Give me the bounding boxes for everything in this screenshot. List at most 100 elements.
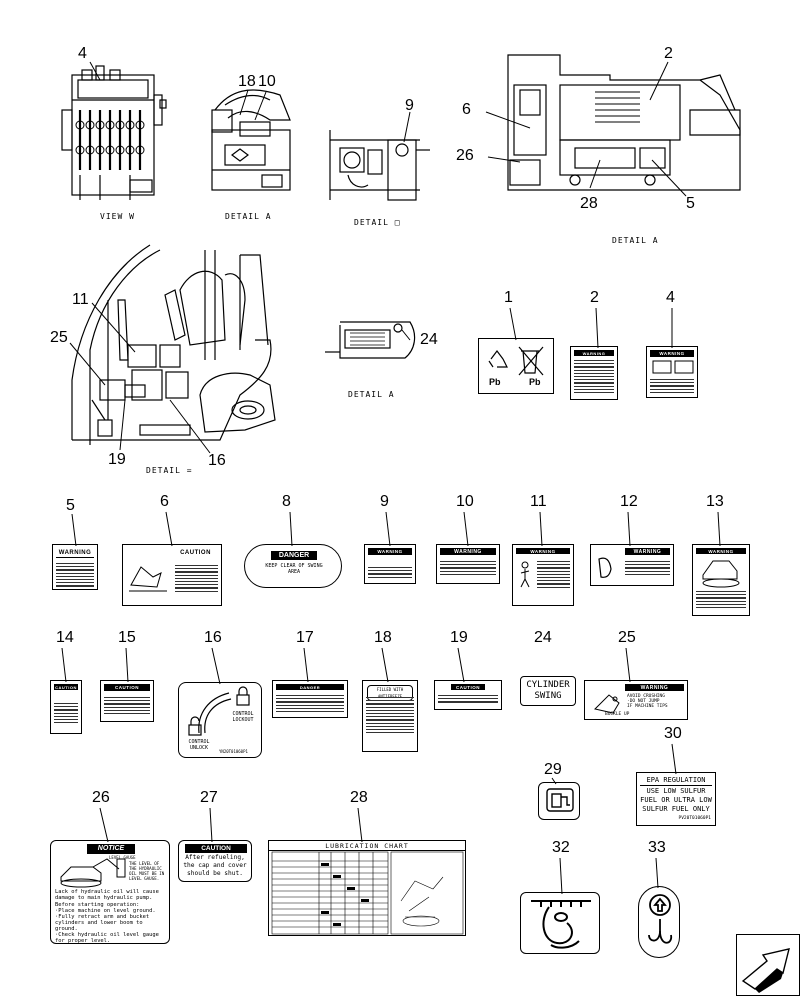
part-10: 10 [456, 493, 474, 510]
person-hazard-icon [520, 561, 530, 588]
callout-2: 2 [664, 45, 673, 62]
decal-25-line4: BUCKLE UP [605, 712, 630, 717]
decal-16-unlock: CONTROL UNLOCK [188, 739, 210, 751]
cab-interior-drawing [71, 244, 276, 445]
machine-body-drawing [507, 54, 741, 191]
rollover-icon [594, 694, 620, 714]
decal-27-line3: should be shut. [187, 870, 243, 877]
part-1: 1 [504, 289, 513, 306]
decal-32-lifting [520, 892, 600, 954]
decal-2-warning: WARNING [570, 346, 618, 400]
decal-12-header: WARNING [625, 548, 670, 555]
part-8: 8 [282, 493, 291, 510]
part-19: 19 [450, 629, 468, 646]
decal-16-control-lock: CONTROL LOCKOUT CONTROL UNLOCK YN20T0106… [178, 682, 262, 758]
valve-block-drawing [61, 65, 167, 200]
decal-26-body-8: ·Check hydraulic oil level gauge [55, 932, 159, 938]
part-12: 12 [620, 493, 638, 510]
decal-15-header: CAUTION [104, 684, 150, 691]
decal-30-title: EPA REGULATION [640, 776, 712, 786]
next-page-arrow-button[interactable] [736, 934, 800, 996]
decal-16-lockout: CONTROL LOCKOUT [232, 711, 254, 723]
decal-4-warning: WARNING [646, 346, 698, 398]
part-4: 4 [666, 289, 675, 306]
caption-detail-b: DETAIL □ [354, 218, 401, 227]
decal-16-code: YN20T01060P1 [219, 749, 248, 754]
decal-11-warning: WARNING [512, 544, 574, 606]
caption-detail-a-3: DETAIL A [348, 390, 395, 399]
part-16: 16 [204, 629, 222, 646]
decal-30-code: PV20T01060P1 [678, 816, 711, 821]
decal-9-warning: WARNING [364, 544, 416, 584]
callout-24: 24 [420, 331, 438, 348]
decal-9-header: WARNING [368, 548, 412, 555]
part-6: 6 [160, 493, 169, 510]
leader-lines [69, 61, 687, 454]
callout-18: 18 [238, 73, 256, 90]
hand-hazard-icon [598, 557, 612, 578]
part-29: 29 [544, 761, 562, 778]
decal-30-line2: FUEL OR ULTRA LOW [640, 796, 712, 804]
detail-a-valve-drawing [211, 89, 291, 191]
decal-10-header: WARNING [440, 548, 496, 555]
decal-26-body-9: for proper level. [55, 938, 111, 944]
decal-25-line1: AVOID CRUSHING [627, 694, 665, 699]
decal-27-line1: After refueling, [185, 854, 245, 861]
decal-26-notice: NOTICE LEVEL GAUGE THE LEVEL OF THE HYDR… [50, 840, 170, 944]
decal-26-title: NOTICE [87, 844, 135, 854]
decal-24-line1: CYLINDER [526, 680, 570, 690]
decal-8-header: DANGER [271, 551, 317, 560]
decal-17-header: DANGER [276, 684, 344, 690]
detail-a-panel-drawing [325, 321, 416, 359]
part-14: 14 [56, 629, 74, 646]
lubrication-grid [271, 851, 464, 935]
decal-1-pb-right: Pb [529, 377, 541, 387]
callout-25: 25 [50, 329, 68, 346]
decal-15-caution: CAUTION [100, 680, 154, 722]
excavator-level-icon [60, 858, 126, 888]
crush-hazard-icon [129, 566, 167, 592]
part-28: 28 [350, 789, 368, 806]
decal-19-caution: CAUTION [434, 680, 502, 710]
decal-17-danger: DANGER [272, 680, 348, 718]
part-24: 24 [534, 629, 552, 646]
decal-1-recycle: Pb Pb [478, 338, 554, 394]
part-15: 15 [118, 629, 136, 646]
decal-1-pb-left: Pb [489, 377, 501, 387]
part-33: 33 [648, 839, 666, 856]
decal-26-body-4: ·Place machine on level ground. [55, 908, 156, 914]
decal-26-body-1: Lack of hydraulic oil will cause [55, 889, 159, 895]
part-9: 9 [380, 493, 389, 510]
decal-28-lubrication-chart: LUBRICATION CHART [268, 840, 466, 936]
lift-hook-icon [648, 894, 673, 944]
caption-view-w: VIEW W [100, 212, 135, 221]
decal-26-body-6: cylinders and lower boom to [55, 920, 143, 926]
recycle-icon [488, 346, 544, 376]
decal-25-header: WARNING [625, 684, 684, 691]
decal-30-line3: SULFUR FUEL ONLY [642, 805, 710, 813]
decal-2-header: WARNING [574, 350, 614, 356]
part-30: 30 [664, 725, 682, 742]
callout-26: 26 [456, 147, 474, 164]
decal-26-level-gauge: LEVEL GAUGE [109, 855, 136, 860]
caption-detail-eq: DETAIL = [146, 466, 193, 475]
decal-27-line2: the cap and cover [183, 862, 247, 869]
decal-25-warning: WARNING AVOID CRUSHING ·DO NOT JUMP IF M… [584, 680, 688, 720]
part-5: 5 [66, 497, 75, 514]
decal-26-side: THE LEVEL OF THE HYDRAULIC OIL MUST BE I… [129, 861, 165, 881]
decal-19-header: CAUTION [451, 684, 485, 690]
decal-26-body-7: ground. [55, 926, 78, 932]
decal-25-line2: ·DO NOT JUMP [627, 699, 660, 704]
decal-6-header: CAUTION [173, 548, 218, 557]
decal-8-text: KEEP CLEAR OF SWING AREA [265, 563, 323, 575]
decal-18-antifreeze: FILLED WITH ANTIFREEZE [362, 680, 418, 752]
callout-6: 6 [462, 101, 471, 118]
part-32: 32 [552, 839, 570, 856]
decal-14-header: CAUTION [54, 684, 78, 690]
callout-5: 5 [686, 195, 695, 212]
callout-28: 28 [580, 195, 598, 212]
decal-12-warning: WARNING [590, 544, 674, 586]
decal-25-line3: IF MACHINE TIPS [627, 704, 668, 709]
decal-4-header: WARNING [650, 350, 694, 357]
